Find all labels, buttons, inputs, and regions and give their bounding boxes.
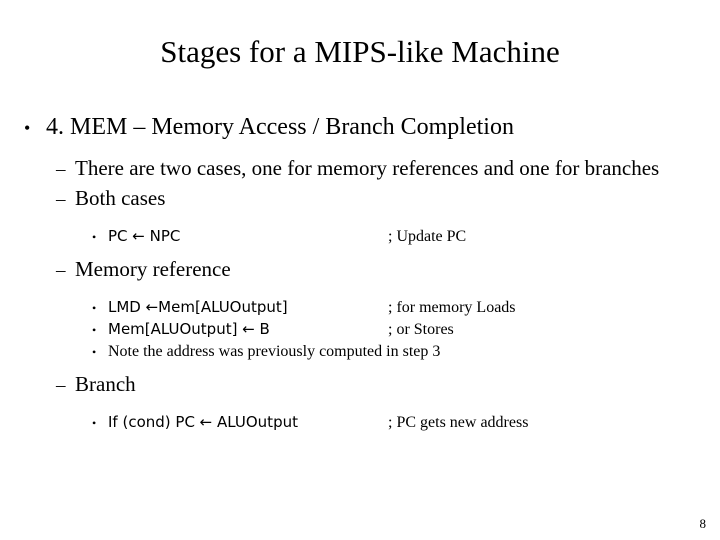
list-item: – Memory reference <box>56 256 720 284</box>
bullet-level1-text: 4. MEM – Memory Access / Branch Completi… <box>46 114 514 140</box>
list-item: – Branch <box>56 371 720 399</box>
list-item-comment: ; Update PC <box>388 228 467 245</box>
list-item-text: PC ← NPC <box>108 227 181 245</box>
list-item-text: Memory reference <box>75 257 231 281</box>
spacer <box>0 284 720 297</box>
list-item-text: If (cond) PC ← ALUOutput <box>108 413 298 431</box>
list-item-comment: ; or Stores <box>388 321 454 338</box>
spacer <box>0 213 720 226</box>
spacer <box>0 143 720 153</box>
list-item: • PC ← NPC ; Update PC <box>92 226 720 248</box>
bullet-marker: • <box>24 118 31 138</box>
spacer <box>0 248 720 254</box>
bullet-marker: • <box>92 323 97 337</box>
page-number: 8 <box>699 516 707 531</box>
spacer <box>0 363 720 369</box>
list-item-comment: ; for memory Loads <box>388 299 516 316</box>
list-item-text: There are two cases, one for memory refe… <box>75 156 660 180</box>
bullet-marker: – <box>56 189 66 210</box>
list-item-comment: ; PC gets new address <box>388 414 529 431</box>
page-title: Stages for a MIPS-like Machine <box>160 34 560 69</box>
bullet-marker: – <box>56 375 66 396</box>
list-item: • If (cond) PC ← ALUOutput ; PC gets new… <box>92 412 720 434</box>
bullet-marker: – <box>56 260 66 281</box>
bullet-marker: • <box>92 345 97 359</box>
bullet-marker: • <box>92 230 97 244</box>
list-item-text: Branch <box>75 372 136 396</box>
slide-body: • 4. MEM – Memory Access / Branch Comple… <box>0 112 720 434</box>
list-item: – There are two cases, one for memory re… <box>56 155 720 183</box>
list-item-text: Mem[ALUOutput] ← B <box>108 320 270 338</box>
list-item: • LMD ←Mem[ALUOutput] ; for memory Loads <box>92 297 720 319</box>
list-item: • Note the address was previously comput… <box>92 341 720 363</box>
list-item-text: Note the address was previously computed… <box>108 343 441 360</box>
list-item: • Mem[ALUOutput] ← B ; or Stores <box>92 319 720 341</box>
list-item: – Both cases <box>56 185 720 213</box>
bullet-level1: • 4. MEM – Memory Access / Branch Comple… <box>24 112 720 143</box>
bullet-marker: • <box>92 416 97 430</box>
list-item-text: LMD ←Mem[ALUOutput] <box>108 298 288 316</box>
bullet-marker: – <box>56 159 66 180</box>
bullet-marker: • <box>92 301 97 315</box>
list-item-text: Both cases <box>75 186 166 210</box>
spacer <box>0 399 720 412</box>
